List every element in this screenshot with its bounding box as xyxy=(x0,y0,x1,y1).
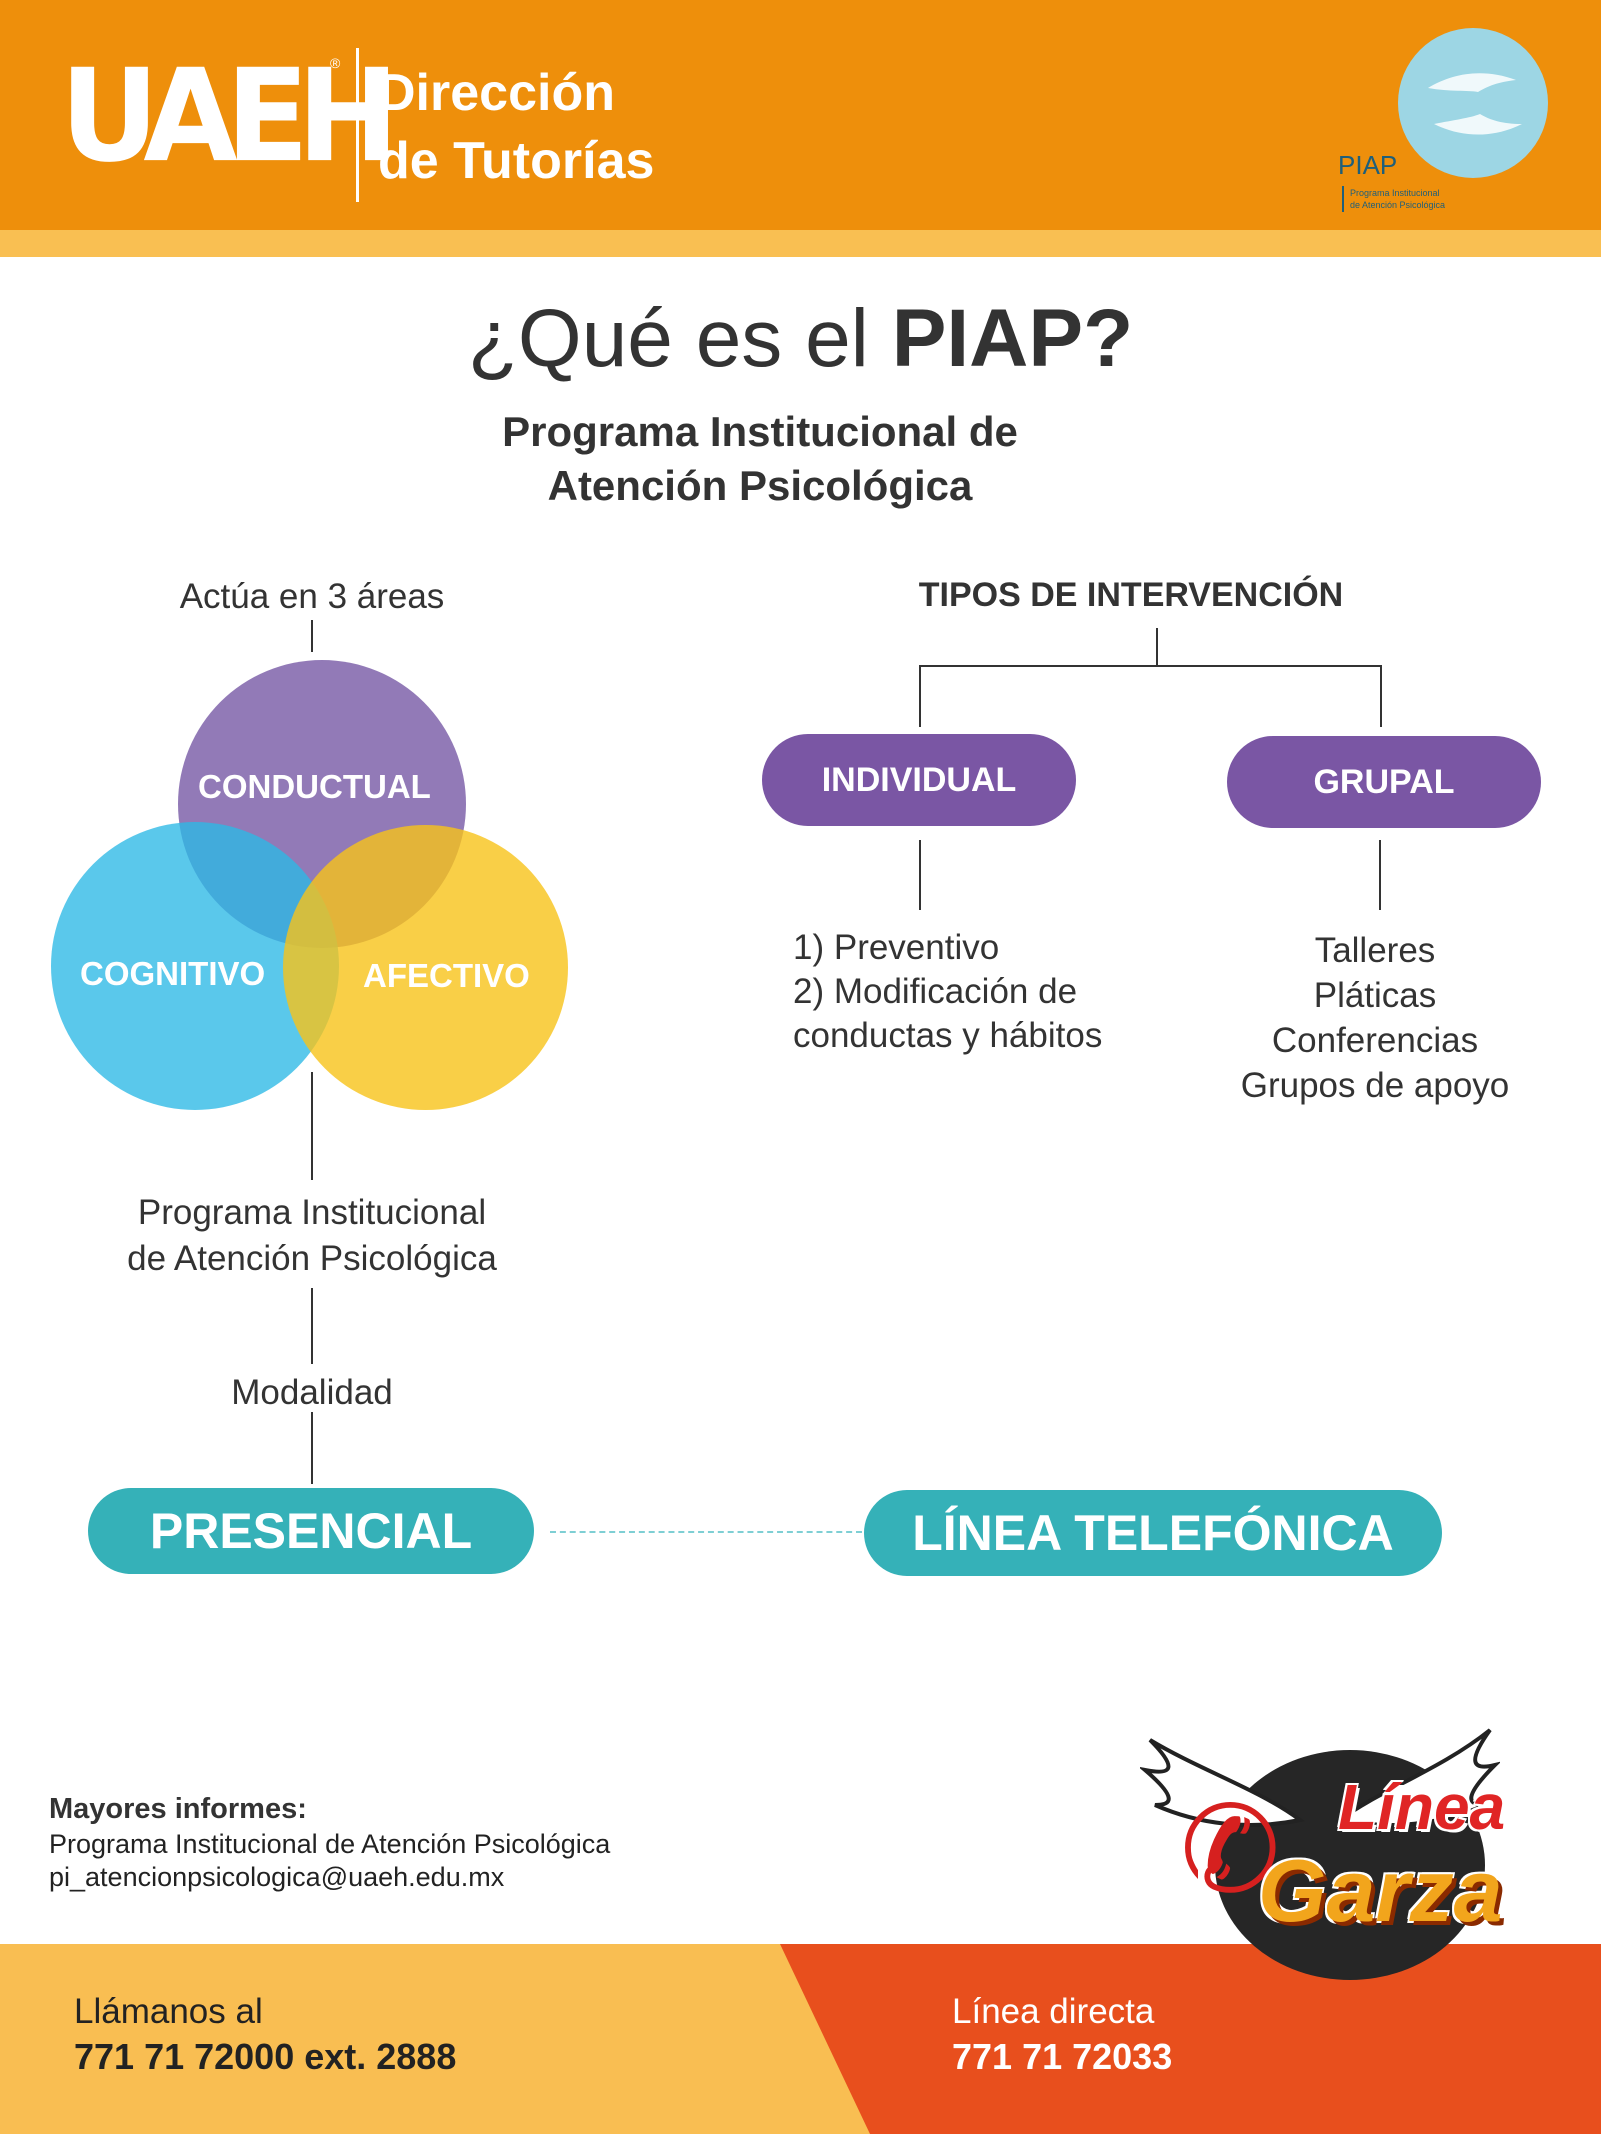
circle-label-afectivo: AFECTIVO xyxy=(363,957,530,994)
list-item: Grupos de apoyo xyxy=(1240,1066,1510,1105)
program-label: Programa Institucional de Atención Psico… xyxy=(92,1190,532,1281)
circle-label-cognitivo: COGNITIVO xyxy=(80,955,266,992)
connector-line xyxy=(311,620,313,652)
footer-right xyxy=(780,1944,1601,2134)
header-bar xyxy=(0,0,1601,230)
tree-bar xyxy=(919,665,1381,667)
footer-left xyxy=(0,1944,900,2134)
type-grupal: GRUPAL xyxy=(1227,736,1541,828)
individual-list: 1) Preventivo 2) Modificación de conduct… xyxy=(793,926,1102,1058)
piap-logo-label: PIAP xyxy=(1338,150,1398,180)
type-individual: INDIVIDUAL xyxy=(762,734,1076,826)
list-item: Conferencias xyxy=(1271,1021,1479,1060)
circle-afectivo xyxy=(283,825,568,1110)
grupal-list: Talleres Pláticas Conferencias Grupos de… xyxy=(1215,928,1535,1108)
list-item: 2) Modificación de xyxy=(793,972,1078,1011)
wing-right-icon xyxy=(1335,1728,1500,1827)
wing-left-icon xyxy=(1140,1738,1305,1827)
info-heading: Mayores informes: xyxy=(49,1793,307,1825)
dashed-connector xyxy=(550,1531,862,1533)
uaeh-logo: UAEH xyxy=(60,41,399,191)
connector-line xyxy=(311,1412,313,1484)
subtitle-line2: Atención Psicológica xyxy=(547,462,973,509)
grupal-connector xyxy=(1379,840,1381,910)
hands-icon xyxy=(1428,73,1522,135)
page-title-prefix: ¿Qué es el xyxy=(467,293,892,384)
mode-linea-telefonica: LÍNEA TELEFÓNICA xyxy=(864,1490,1442,1576)
piap-logo-sub1: Programa Institucional xyxy=(1350,188,1440,198)
footer-direct-label: Línea directa xyxy=(952,1992,1155,2031)
footer-call-number[interactable]: 771 71 72000 ext. 2888 xyxy=(74,2036,457,2077)
page-title-bold: PIAP? xyxy=(891,293,1134,384)
linea-garza-logo: ✆ Línea Garza xyxy=(1140,1720,1580,1980)
page-title: ¿Qué es el PIAP? xyxy=(0,292,1601,386)
registered-mark: ® xyxy=(330,55,341,71)
areas-label: Actúa en 3 áreas xyxy=(179,577,445,616)
linea-garza-line2: Garza xyxy=(1258,1841,1503,1940)
footer-direct-number[interactable]: 771 71 72033 xyxy=(952,2036,1173,2077)
tree-branch-left xyxy=(919,665,921,727)
phone-icon: ✆ xyxy=(1180,1783,1281,1917)
logo-divider xyxy=(356,48,359,202)
circle-label-conductual: CONDUCTUAL xyxy=(198,768,431,805)
list-item: conductas y hábitos xyxy=(793,1016,1103,1055)
piap-logo-bar xyxy=(1342,186,1344,212)
list-item: 1) Preventivo xyxy=(793,928,1000,967)
header-title-line1: Dirección xyxy=(378,64,615,122)
footer-call-label: Llámanos al xyxy=(74,1992,263,2031)
info-program: Programa Institucional de Atención Psico… xyxy=(49,1829,611,1859)
piap-logo-sub2: de Atención Psicológica xyxy=(1350,200,1446,210)
list-item: Talleres xyxy=(1314,931,1436,970)
piap-logo: PIAP Programa Institucional de Atención … xyxy=(1338,28,1548,228)
program-label-line2: de Atención Psicológica xyxy=(127,1238,497,1278)
connector-line xyxy=(311,1288,313,1364)
linea-garza-line1: Línea xyxy=(1338,1771,1506,1843)
connector-line xyxy=(311,1072,313,1180)
individual-connector xyxy=(919,840,921,910)
piap-logo-circle xyxy=(1398,28,1548,178)
header-title-line2: de Tutorías xyxy=(378,132,655,190)
modality-label: Modalidad xyxy=(231,1373,393,1412)
tree-stem xyxy=(1156,628,1158,666)
intervention-title: TIPOS DE INTERVENCIÓN xyxy=(918,576,1344,614)
tree-branch-right xyxy=(1380,665,1382,727)
header-band xyxy=(0,230,1601,257)
program-label-line1: Programa Institucional xyxy=(137,1193,487,1232)
info-email[interactable]: pi_atencionpsicologica@uaeh.edu.mx xyxy=(49,1862,505,1892)
mode-presencial: PRESENCIAL xyxy=(88,1488,534,1574)
list-item: Pláticas xyxy=(1313,976,1437,1015)
subtitle-line1: Programa Institucional de xyxy=(502,408,1018,455)
